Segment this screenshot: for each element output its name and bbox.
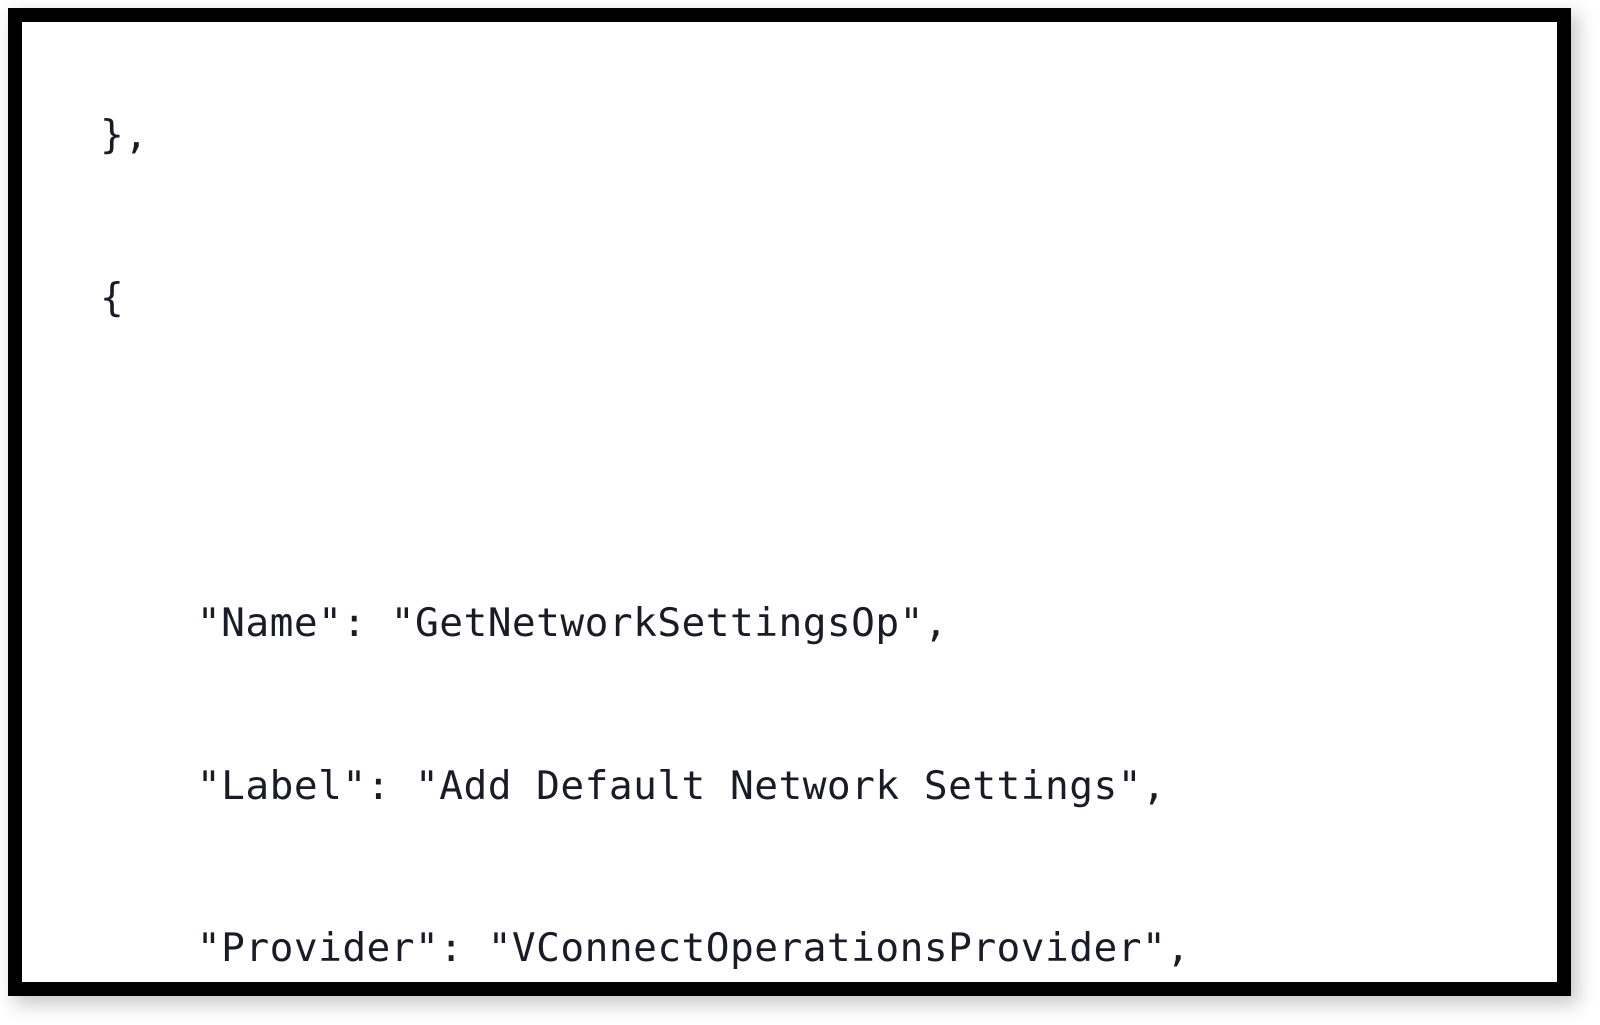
code-line: "Provider": "VConnectOperationsProvider"… [100, 925, 1191, 972]
code-line: "Label": "Add Default Network Settings", [100, 762, 1167, 809]
code-surface: }, { "Name": "GetNetworkSettingsOp", "La… [22, 22, 1557, 982]
code-line: "Name": "GetNetworkSettingsOp", [100, 600, 949, 647]
json-code-listing: }, { "Name": "GetNetworkSettingsOp", "La… [22, 22, 1481, 982]
code-block-frame: }, { "Name": "GetNetworkSettingsOp", "La… [8, 8, 1571, 996]
code-line: }, [100, 112, 149, 159]
code-line [22, 434, 1481, 488]
code-line: { [100, 275, 125, 321]
